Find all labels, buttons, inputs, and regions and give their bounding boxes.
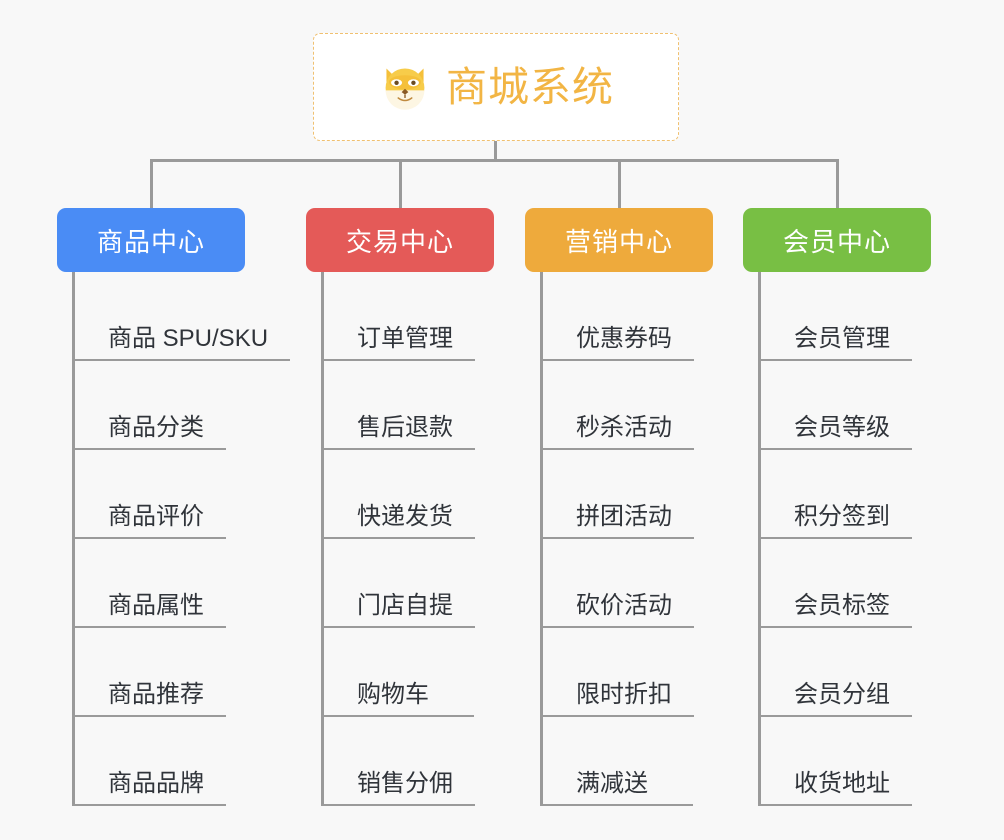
category-column-trade: 交易中心 订单管理 售后退款 快递发货 门店自提 购物车 销售分佣 — [306, 208, 494, 806]
list-item[interactable]: 满减送 — [543, 717, 713, 806]
leaf-label: 限时折扣 — [576, 680, 672, 708]
list-item[interactable]: 商品 SPU/SKU — [75, 272, 291, 361]
leaf-label: 秒杀活动 — [576, 413, 672, 441]
list-item[interactable]: 收货地址 — [761, 717, 931, 806]
connector-drop-3 — [836, 159, 839, 209]
leaf-list-trade: 订单管理 售后退款 快递发货 门店自提 购物车 销售分佣 — [321, 272, 494, 806]
list-item[interactable]: 拼团活动 — [543, 450, 713, 539]
list-item[interactable]: 商品推荐 — [75, 628, 290, 717]
category-header-label: 会员中心 — [782, 226, 891, 257]
leaf-label: 销售分佣 — [357, 769, 453, 797]
connector-drop-1 — [399, 159, 402, 209]
category-header-product[interactable]: 商品中心 — [57, 208, 245, 272]
category-header-trade[interactable]: 交易中心 — [306, 208, 494, 272]
list-item[interactable]: 限时折扣 — [543, 628, 713, 717]
leaf-label: 订单管理 — [357, 324, 453, 352]
leaf-label: 会员标签 — [794, 591, 890, 619]
list-item[interactable]: 商品分类 — [75, 361, 290, 450]
leaf-label: 售后退款 — [357, 413, 453, 441]
leaf-label: 商品评价 — [108, 502, 204, 530]
list-item[interactable]: 会员等级 — [761, 361, 931, 450]
leaf-label: 优惠券码 — [576, 324, 672, 352]
leaf-label: 拼团活动 — [576, 502, 672, 530]
list-item[interactable]: 砍价活动 — [543, 539, 713, 628]
list-item[interactable]: 秒杀活动 — [543, 361, 713, 450]
leaf-label: 收货地址 — [794, 769, 890, 797]
leaf-label: 商品品牌 — [108, 769, 204, 797]
shiba-dog-face-icon — [385, 68, 425, 110]
list-item[interactable]: 会员标签 — [761, 539, 931, 628]
list-item[interactable]: 售后退款 — [324, 361, 494, 450]
leaf-label: 砍价活动 — [576, 591, 672, 619]
category-header-label: 商品中心 — [96, 226, 205, 257]
leaf-label: 会员分组 — [794, 680, 890, 708]
root-title: 商城系统 — [446, 63, 614, 110]
list-item[interactable]: 积分签到 — [761, 450, 931, 539]
category-column-marketing: 营销中心 优惠券码 秒杀活动 拼团活动 砍价活动 限时折扣 满减送 — [525, 208, 713, 806]
leaf-label: 商品 SPU/SKU — [108, 324, 269, 352]
leaf-list-product: 商品 SPU/SKU 商品分类 商品评价 商品属性 商品推荐 商品品牌 — [72, 272, 291, 806]
root-node-mall-system[interactable]: 商城系统 — [313, 33, 679, 141]
list-item[interactable]: 优惠券码 — [543, 272, 713, 361]
leaf-list-marketing: 优惠券码 秒杀活动 拼团活动 砍价活动 限时折扣 满减送 — [540, 272, 713, 806]
list-item[interactable]: 销售分佣 — [324, 717, 494, 806]
list-item[interactable]: 会员分组 — [761, 628, 931, 717]
leaf-label: 会员管理 — [794, 324, 890, 352]
leaf-list-member: 会员管理 会员等级 积分签到 会员标签 会员分组 收货地址 — [758, 272, 931, 806]
leaf-label: 快递发货 — [357, 502, 453, 530]
category-header-member[interactable]: 会员中心 — [743, 208, 931, 272]
list-item[interactable]: 门店自提 — [324, 539, 494, 628]
category-header-marketing[interactable]: 营销中心 — [525, 208, 713, 272]
leaf-label: 商品推荐 — [108, 680, 204, 708]
list-item[interactable]: 快递发货 — [324, 450, 494, 539]
connector-drop-0 — [150, 159, 153, 209]
connector-horizontal-bar — [150, 159, 839, 162]
list-item[interactable]: 会员管理 — [761, 272, 931, 361]
category-column-member: 会员中心 会员管理 会员等级 积分签到 会员标签 会员分组 收货地址 — [743, 208, 931, 806]
category-header-label: 交易中心 — [345, 226, 454, 257]
leaf-label: 购物车 — [357, 680, 429, 708]
leaf-label: 积分签到 — [794, 502, 890, 530]
leaf-label: 门店自提 — [357, 591, 453, 619]
leaf-label: 商品分类 — [108, 413, 204, 441]
leaf-label: 会员等级 — [794, 413, 890, 441]
list-item[interactable]: 订单管理 — [324, 272, 494, 361]
list-item[interactable]: 商品品牌 — [75, 717, 290, 806]
list-item[interactable]: 商品评价 — [75, 450, 290, 539]
category-header-label: 营销中心 — [564, 226, 673, 257]
list-item[interactable]: 购物车 — [324, 628, 494, 717]
category-column-product: 商品中心 商品 SPU/SKU 商品分类 商品评价 商品属性 商品推荐 商品品牌 — [57, 208, 291, 806]
list-item[interactable]: 商品属性 — [75, 539, 290, 628]
leaf-label: 商品属性 — [108, 591, 204, 619]
leaf-label: 满减送 — [576, 769, 648, 797]
connector-root-stem — [494, 141, 497, 161]
connector-drop-2 — [618, 159, 621, 209]
